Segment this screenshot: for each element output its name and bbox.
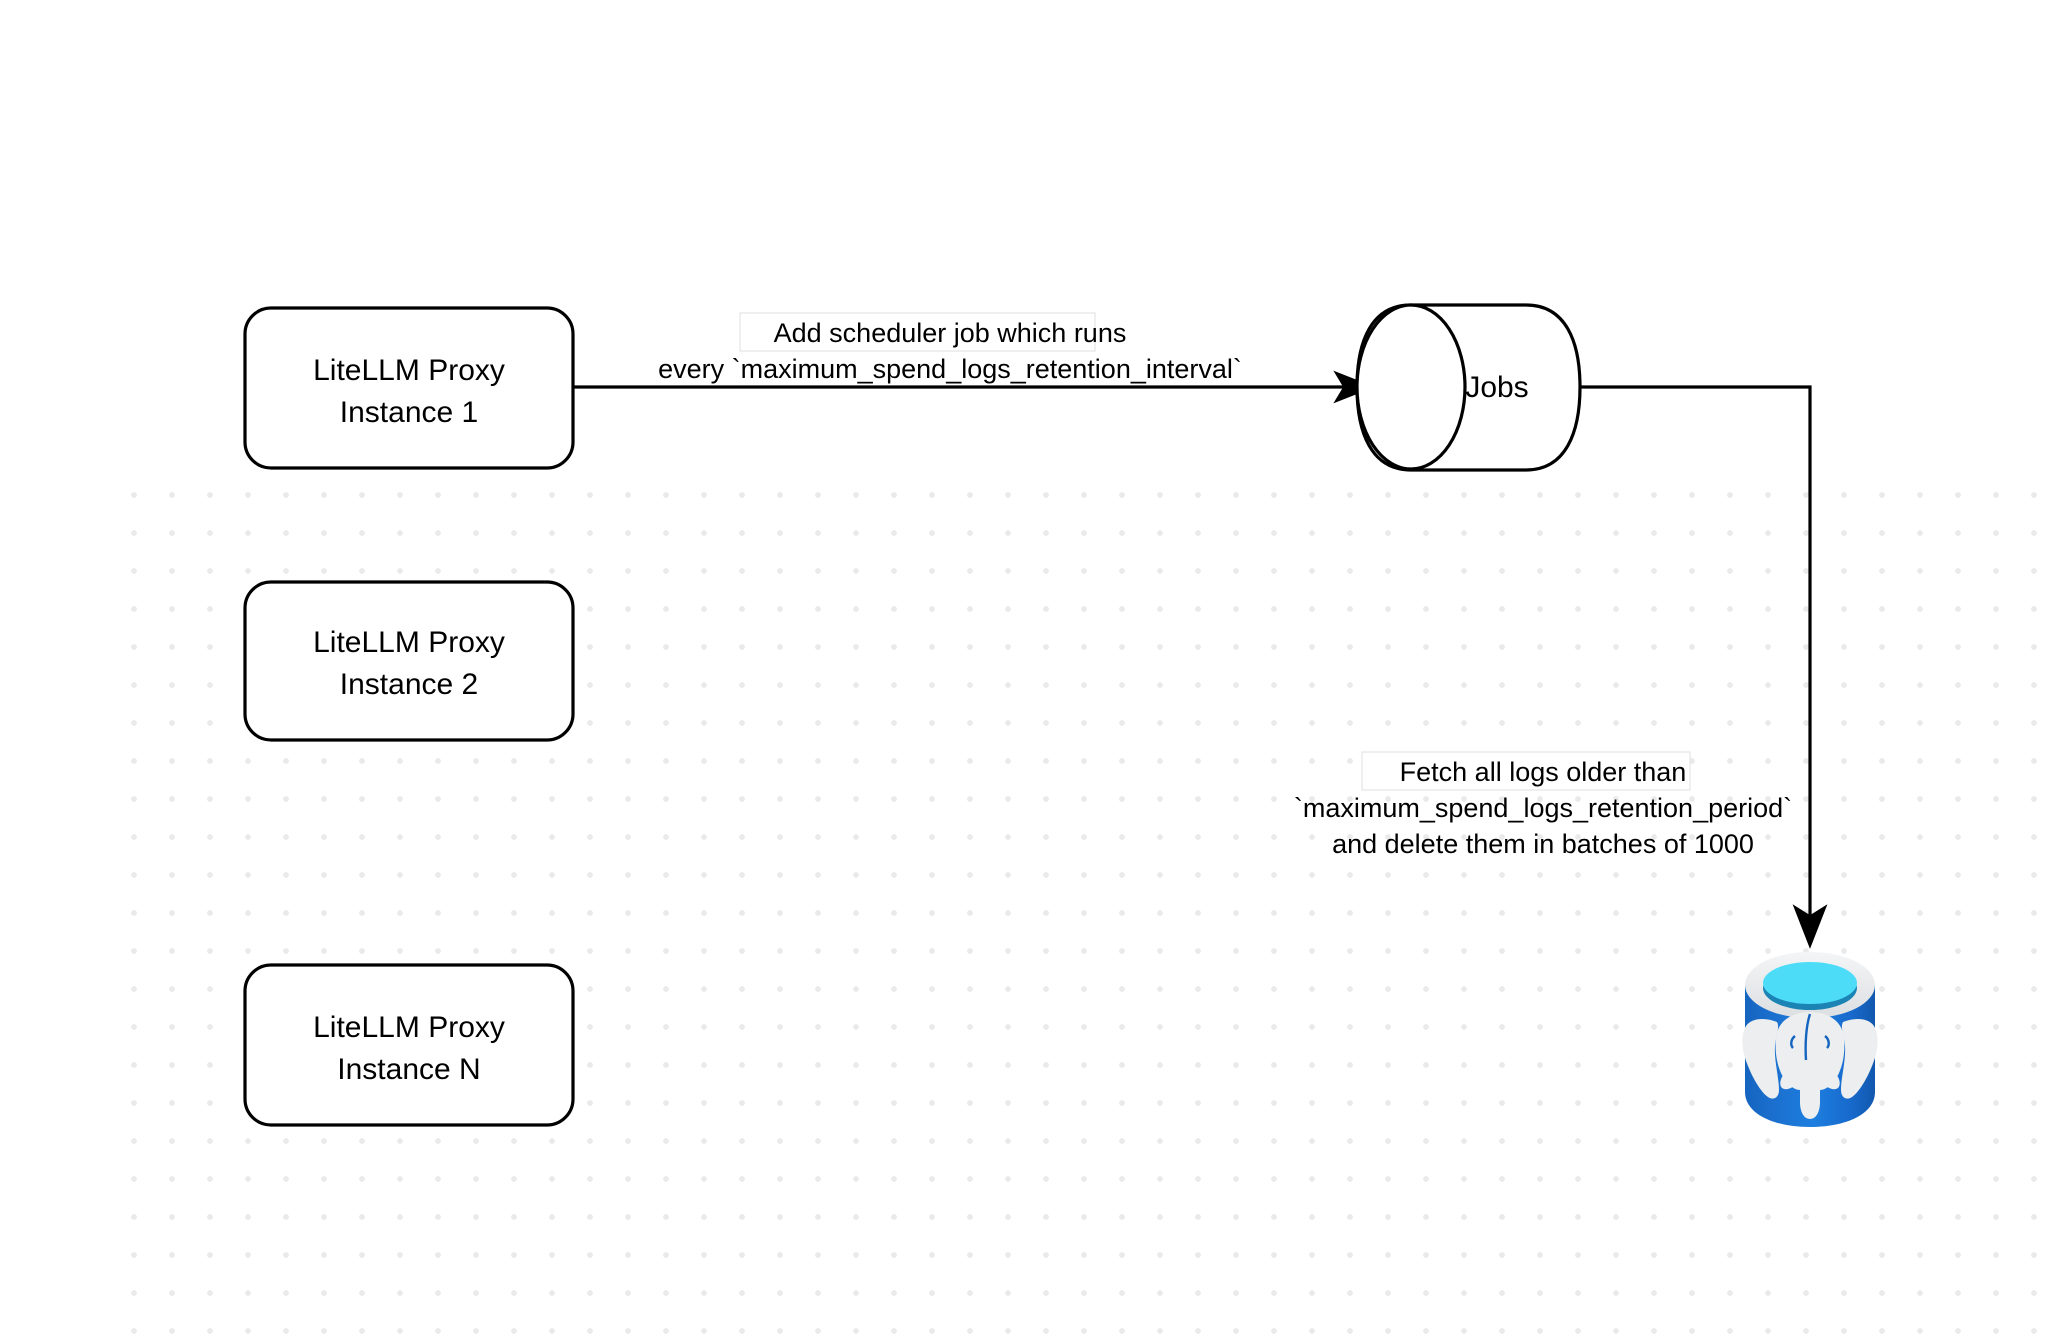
edge-jobs-to-postgres-label: Fetch all logs older than `maximum_spend… [1294, 751, 1792, 859]
node-instance-2-label-line2: Instance 2 [340, 668, 478, 701]
edge-jobs-to-postgres-line [1580, 385, 1812, 915]
node-jobs[interactable]: Jobs [1355, 303, 1582, 472]
node-instance-n-shape[interactable] [243, 963, 575, 1127]
edge-label-2-line1: Fetch all logs older than [1400, 757, 1687, 787]
node-instance-n[interactable]: LiteLLM Proxy Instance N [243, 963, 575, 1127]
node-postgres[interactable] [1742, 952, 1878, 1127]
postgres-elephant-eye-detail [1790, 1013, 1830, 1061]
edge-label-1-highlight [739, 312, 1096, 352]
node-instance-n-label-line2: Instance N [337, 1053, 480, 1086]
node-jobs-label: Jobs [1465, 371, 1528, 404]
edge-label-2-highlight [1361, 751, 1691, 791]
node-instance-2-label-line1: LiteLLM Proxy [313, 626, 505, 659]
node-instance-1-label-line1: LiteLLM Proxy [313, 354, 505, 387]
node-instance-2-shape[interactable] [243, 580, 575, 742]
edge-jobs-to-postgres[interactable] [1580, 385, 1828, 949]
node-instance-1-shape[interactable] [243, 306, 575, 470]
node-instance-n-label-line1: LiteLLM Proxy [313, 1011, 505, 1044]
node-instance-2[interactable]: LiteLLM Proxy Instance 2 [243, 580, 575, 742]
edge-jobs-to-postgres-arrowhead [1792, 904, 1828, 949]
postgres-icon-water [1763, 962, 1857, 1004]
node-instance-1-label-line2: Instance 1 [340, 396, 478, 429]
edge-label-2-line2: `maximum_spend_logs_retention_period` [1294, 793, 1792, 823]
edge-instance1-to-jobs-label: Add scheduler job which runs every `maxi… [658, 312, 1242, 384]
edge-label-2-line3: and delete them in batches of 1000 [1332, 829, 1754, 859]
edge-instance1-to-jobs-arrowhead [1333, 370, 1375, 404]
postgresql-database-icon [1742, 952, 1878, 1127]
edge-label-1-line1: Add scheduler job which runs [774, 318, 1127, 348]
edge-instance1-to-jobs[interactable] [573, 370, 1375, 404]
edge-label-1-line2: every `maximum_spend_logs_retention_inte… [658, 354, 1242, 384]
node-jobs-cap [1355, 303, 1467, 471]
node-instance-1[interactable]: LiteLLM Proxy Instance 1 [243, 306, 575, 470]
